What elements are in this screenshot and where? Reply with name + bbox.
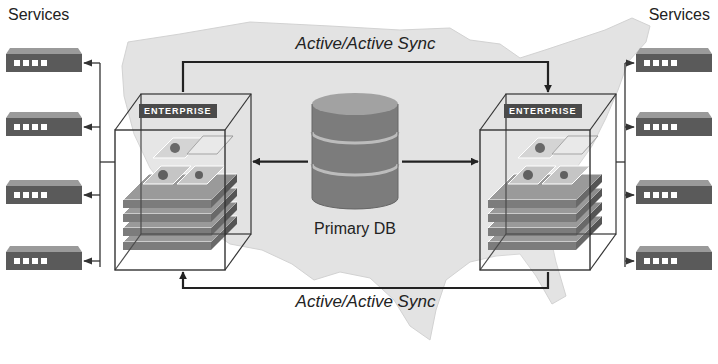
enterprise-label: ENTERPRISE (139, 104, 217, 118)
enterprise-node: ENTERPRISE (113, 92, 253, 272)
edge-label: Active/Active Sync (292, 292, 440, 312)
sync-connector (183, 272, 548, 288)
database-label: Primary DB (293, 220, 417, 238)
right-servers (636, 48, 712, 270)
sync-connector (402, 161, 478, 163)
services-heading: Services (649, 6, 710, 24)
enterprise-label: ENTERPRISE (504, 104, 582, 118)
right-fanout (616, 63, 634, 267)
enterprise-cube (113, 92, 253, 272)
left-servers (6, 48, 82, 270)
edge-label: Active/Active Sync (292, 34, 440, 54)
services-heading: Services (8, 6, 69, 24)
sync-connector (183, 62, 548, 92)
left-fanout (84, 63, 115, 267)
enterprise-cube (478, 92, 618, 272)
database-cylinder (310, 92, 400, 212)
enterprise-node: ENTERPRISE (478, 92, 618, 272)
sync-connector (253, 161, 308, 163)
database-node: Primary DB (293, 92, 417, 238)
